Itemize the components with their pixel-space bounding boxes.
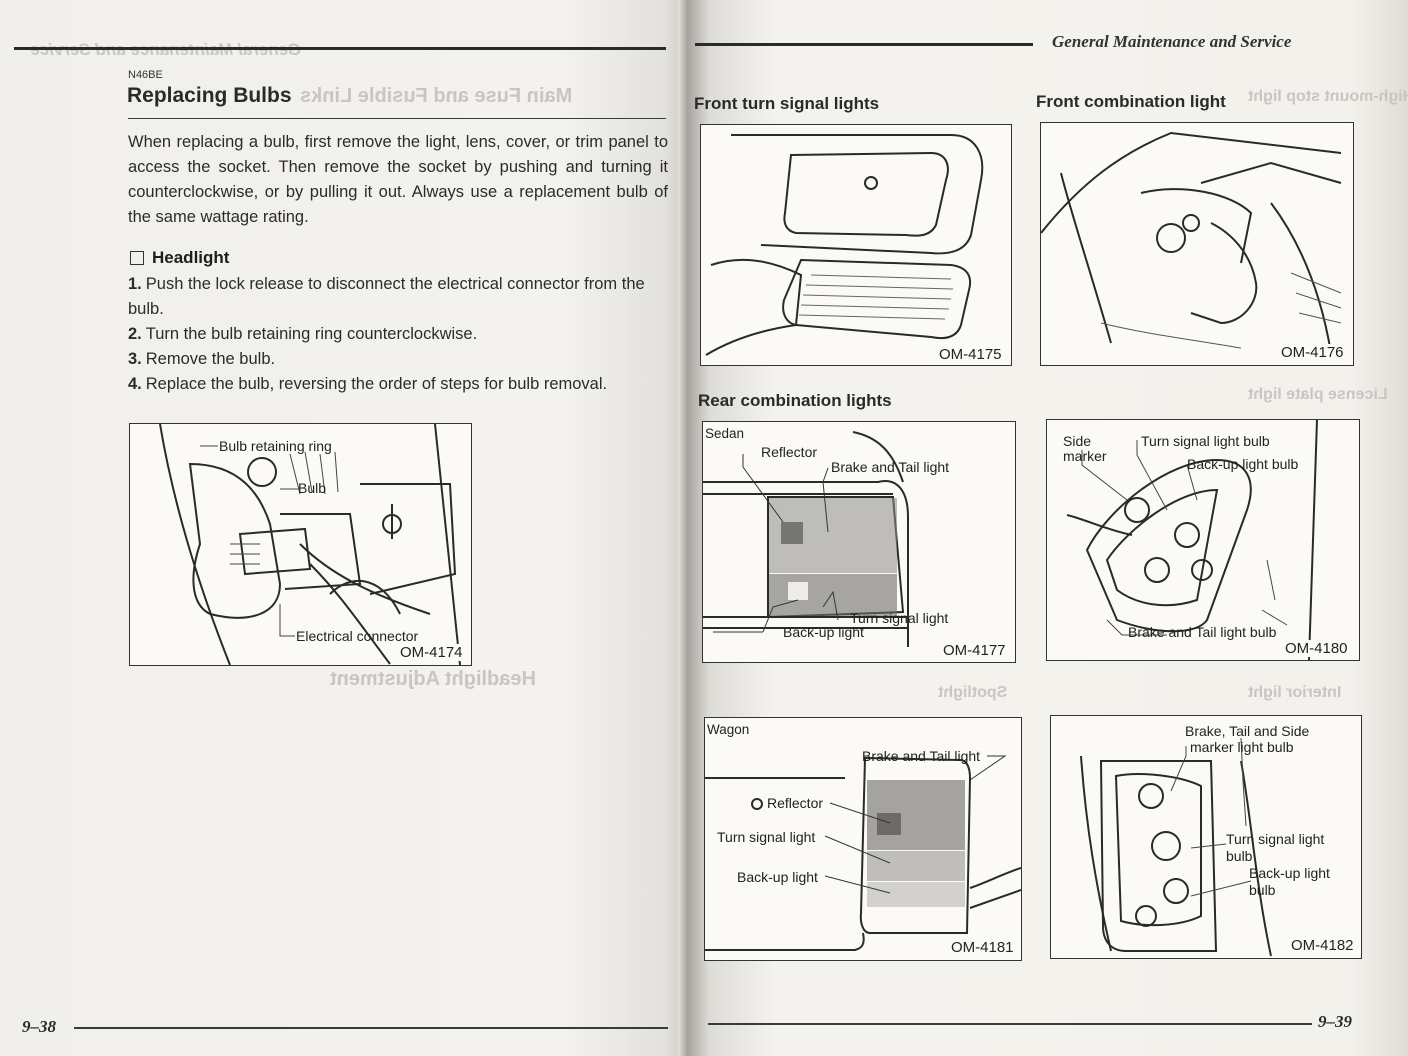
footer-rule <box>74 1027 668 1029</box>
step-number: 4. <box>128 375 142 393</box>
label-back-up-light-bulb: Back-up light bulb <box>1187 456 1299 472</box>
label-reflector: Reflector <box>767 795 824 811</box>
sedan-bulb-illustration <box>1066 420 1318 660</box>
front-turn-signal-illustration <box>705 134 984 356</box>
label-turn-signal-light: Turn signal light <box>1226 831 1325 847</box>
bleed-through-text: High-mount stop light <box>1248 88 1408 105</box>
label-turn-signal-light: Turn signal light <box>850 610 949 626</box>
rear-combination-title: Rear combination lights <box>698 391 892 410</box>
label-bulb: Bulb <box>298 480 327 496</box>
label-marker-light-bulb: marker light bulb <box>1190 739 1294 755</box>
label-bulb-retaining-ring: Bulb retaining ring <box>219 438 332 454</box>
label-back-up-light: Back-up light <box>737 869 818 885</box>
bleed-through-text-3: Interior light <box>1248 684 1342 701</box>
label-brake-and-tail-light: Brake and Tail light <box>862 748 981 764</box>
front-turn-signal-title: Front turn signal lights <box>694 94 880 113</box>
list-item: 3.Remove the bulb. <box>128 347 670 372</box>
page-number: 9–38 <box>22 1017 56 1036</box>
intro-paragraph: When replacing a bulb, first remove the … <box>128 133 668 226</box>
label-turn-signal-bulb: bulb <box>1226 848 1253 864</box>
wagon-rear-light-figure: Wagon Brake and Tail light Reflector Tur… <box>704 717 1022 961</box>
headlight-illustration <box>159 424 461 665</box>
step-text: Push the lock release to disconnect the … <box>128 275 645 318</box>
square-bullet-icon <box>130 251 144 265</box>
front-turn-signal-figure: OM-4175 <box>700 124 1012 366</box>
wagon-bulb-illustration <box>1080 737 1272 957</box>
step-text: Remove the bulb. <box>145 350 276 368</box>
label-back-up-bulb: bulb <box>1249 882 1276 898</box>
step-number: 1. <box>128 275 142 293</box>
page-number: 9–39 <box>1318 1012 1352 1031</box>
label-back-up-light: Back-up light <box>1249 865 1330 881</box>
left-page: General Maintenance and Service Main Fus… <box>0 0 700 1056</box>
label-back-up-light: Back-up light <box>783 624 864 640</box>
front-combination-figure: OM-4176 <box>1040 122 1354 366</box>
figure-code: OM-4180 <box>1283 640 1350 657</box>
headlight-figure: Bulb retaining ring Bulb Electrical conn… <box>129 423 472 666</box>
label-electrical-connector: Electrical connector <box>296 628 419 644</box>
figure-code: OM-4181 <box>949 939 1016 956</box>
list-item: 2.Turn the bulb retaining ring countercl… <box>128 322 670 347</box>
label-reflector: Reflector <box>761 444 818 460</box>
step-list: 1.Push the lock release to disconnect th… <box>128 272 670 397</box>
top-rule <box>14 47 666 50</box>
variant-label-wagon: Wagon <box>707 722 750 737</box>
label-brake-tail-and-side: Brake, Tail and Side <box>1185 723 1310 739</box>
front-combination-illustration <box>1041 131 1342 354</box>
running-header: General Maintenance and Service <box>1052 32 1292 51</box>
variant-label-sedan: Sedan <box>705 426 745 441</box>
subsection-heading: Headlight <box>130 248 229 268</box>
sedan-rear-light-illustration <box>703 431 909 647</box>
figure-code: OM-4182 <box>1289 937 1356 954</box>
label-turn-signal-light-bulb: Turn signal light bulb <box>1141 433 1270 449</box>
bleed-through-text-2: License plate light <box>1248 386 1388 403</box>
label-side-marker: Side marker <box>1063 433 1107 464</box>
bleed-through-text-4: Spotlight <box>938 684 1008 701</box>
label-brake-and-tail-light-bulb: Brake and Tail light bulb <box>1128 624 1277 640</box>
step-number: 3. <box>128 350 142 368</box>
sedan-rear-light-figure: Sedan Reflector Brake and Tail light Tur… <box>702 421 1016 663</box>
title-rule <box>128 118 666 119</box>
header-rule <box>695 43 1033 46</box>
figure-code: OM-4175 <box>937 346 1004 363</box>
figure-code: OM-4177 <box>941 642 1008 659</box>
label-turn-signal-light: Turn signal light <box>717 829 816 845</box>
bleed-through-title: Main Fuse and Fusible Links <box>300 85 573 107</box>
list-item: 4.Replace the bulb, reversing the order … <box>128 372 670 397</box>
section-title: Replacing Bulbs <box>127 84 292 107</box>
figure-code: OM-4176 <box>1279 344 1346 361</box>
bleed-through-text: General Maintenance and Service <box>30 40 301 60</box>
subsection-label: Headlight <box>152 248 230 267</box>
sedan-bulb-figure: Side marker Turn signal light bulb Back-… <box>1046 419 1360 661</box>
bleed-through-title-2: Headlight Adjustment <box>330 668 536 690</box>
label-brake-and-tail-light: Brake and Tail light <box>831 459 950 475</box>
wagon-bulb-figure: Brake, Tail and Side marker light bulb T… <box>1050 715 1362 959</box>
figure-code: OM-4174 <box>398 644 465 661</box>
footer-rule <box>708 1023 1312 1025</box>
wagon-rear-light-illustration <box>705 755 1021 951</box>
step-number: 2. <box>128 325 142 343</box>
step-text: Replace the bulb, reversing the order of… <box>145 375 608 393</box>
document-code: N46BE <box>128 69 163 81</box>
front-combination-title: Front combination light <box>1036 92 1226 111</box>
step-text: Turn the bulb retaining ring countercloc… <box>145 325 478 343</box>
list-item: 1.Push the lock release to disconnect th… <box>128 272 670 322</box>
